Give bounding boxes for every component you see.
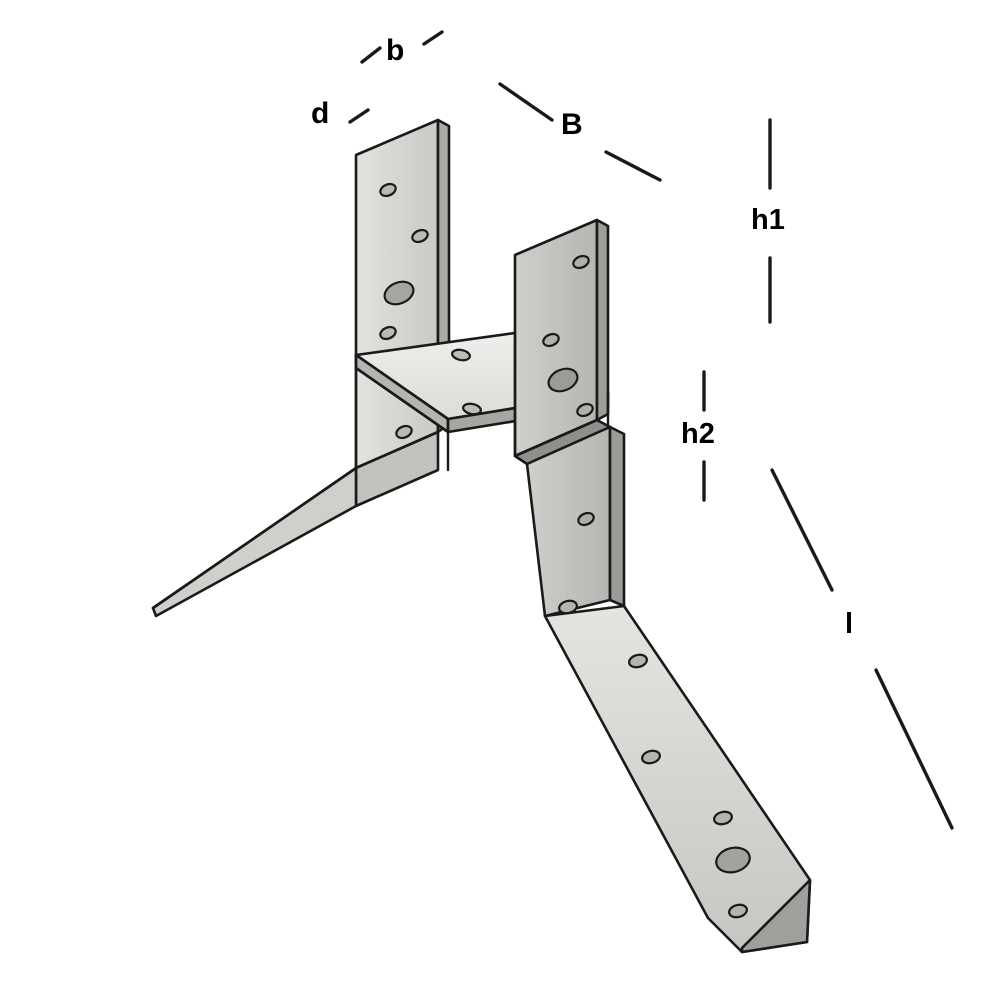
leader-b-right bbox=[422, 30, 444, 46]
left-plate-holes bbox=[379, 182, 429, 440]
bracket-geometry bbox=[151, 118, 812, 954]
diagonal-strap-arm bbox=[543, 604, 812, 954]
right-leg-holes bbox=[577, 511, 595, 527]
right-vertical-leg bbox=[525, 425, 626, 618]
leader-d bbox=[348, 108, 370, 124]
dimension-label-h2: h2 bbox=[681, 418, 715, 450]
dimension-label-h1: h1 bbox=[751, 204, 785, 236]
left-upright-plate bbox=[354, 118, 451, 508]
dimension-label-d: d bbox=[311, 97, 330, 130]
right-upright-plate bbox=[513, 218, 612, 466]
dimension-leaders bbox=[348, 30, 954, 830]
left-horizontal-arm bbox=[151, 466, 358, 618]
dimension-label-l: l bbox=[845, 608, 854, 640]
leader-B-left bbox=[498, 82, 554, 122]
construction-detail-lines bbox=[354, 331, 610, 472]
dimension-label-B: B bbox=[561, 108, 583, 141]
base-plate-holes bbox=[451, 348, 482, 416]
leader-B-right bbox=[604, 150, 662, 182]
leader-l-top bbox=[770, 468, 834, 592]
diagonal-arm-holes bbox=[558, 599, 751, 919]
leader-b-left bbox=[360, 46, 382, 64]
dimension-label-b: b bbox=[386, 34, 405, 67]
right-plate-holes bbox=[542, 254, 594, 418]
leader-l-bottom bbox=[874, 668, 954, 830]
